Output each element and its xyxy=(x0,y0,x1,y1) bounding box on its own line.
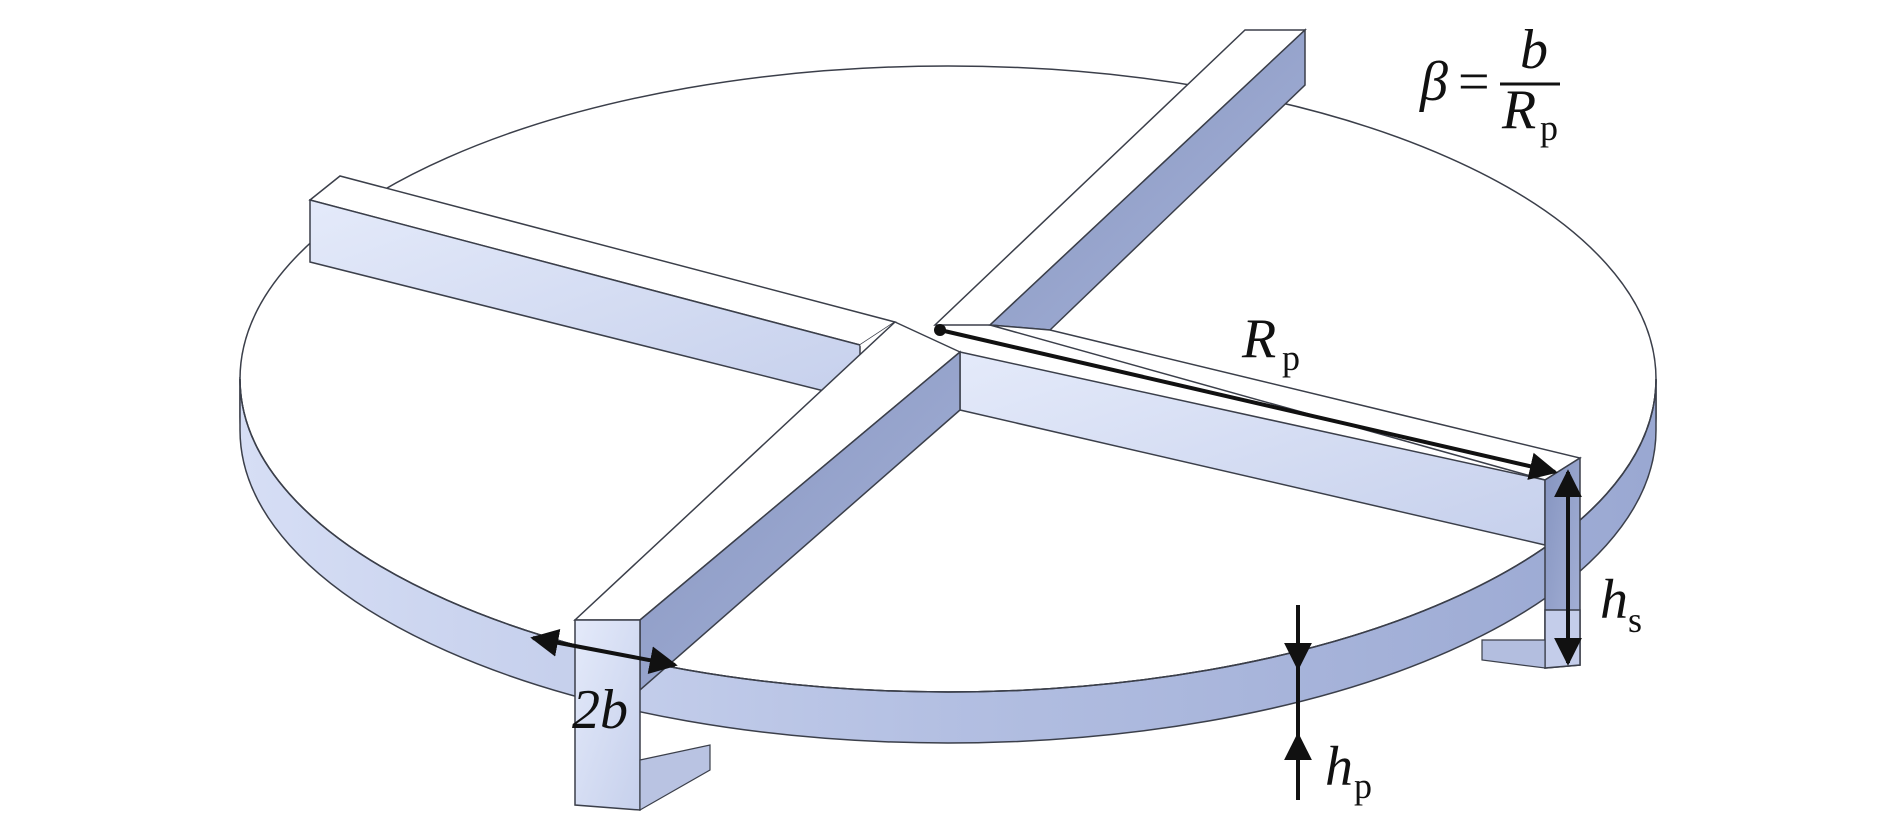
plate-height-label-sub: p xyxy=(1354,766,1372,806)
plate-height-label-main: h xyxy=(1325,736,1353,798)
radius-arrow xyxy=(939,328,1558,480)
width-arrow xyxy=(530,628,678,675)
radius-label-main: R xyxy=(1241,308,1276,370)
width-label: 2b xyxy=(572,679,628,741)
stiffener-height-label: h s xyxy=(1600,569,1642,640)
formula-numerator: b xyxy=(1520,19,1548,81)
beta-formula: β = b R p xyxy=(1419,19,1560,148)
formula-equals: = xyxy=(1458,51,1490,113)
plate-height-label: h p xyxy=(1325,736,1372,806)
stiffener-arm-front xyxy=(573,321,962,812)
stiffener-height-label-sub: s xyxy=(1628,600,1642,640)
formula-lhs: β xyxy=(1419,51,1448,113)
stiffener-arm-back xyxy=(933,28,1307,331)
stiffener-height-label-main: h xyxy=(1600,569,1628,631)
formula-denominator-sub: p xyxy=(1540,108,1558,148)
radius-label-sub: p xyxy=(1282,338,1300,378)
radius-label: R p xyxy=(1241,308,1300,378)
formula-denominator-main: R xyxy=(1501,79,1536,141)
